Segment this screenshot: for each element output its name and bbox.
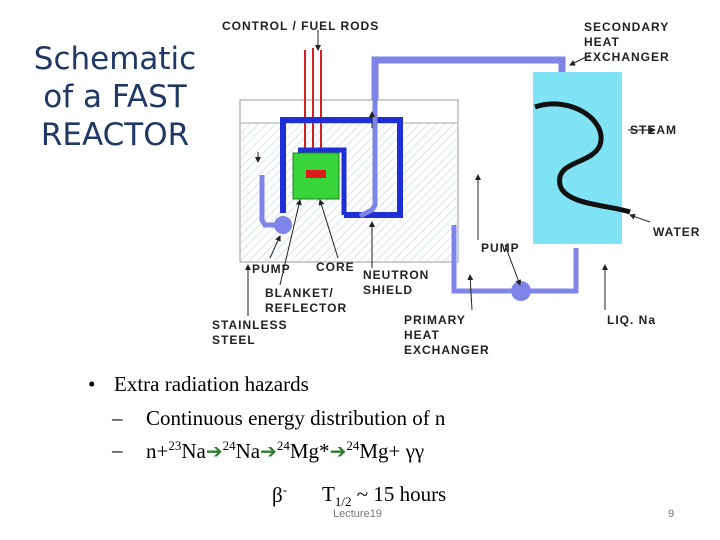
primary-loop-pipe bbox=[280, 117, 403, 218]
bullet-list: Extra radiation hazards –Continuous ener… bbox=[88, 372, 445, 470]
title-line-2: of a FAST bbox=[43, 79, 187, 115]
reactor-schematic: CONTROL / FUEL RODS SECONDARY HEAT EXCHA… bbox=[212, 19, 700, 357]
label-blanket: BLANKET/ bbox=[265, 286, 334, 300]
primary-loop-pipe bbox=[298, 147, 347, 215]
label-pump-left: PUMP bbox=[252, 262, 291, 276]
sub-bullet-text: Continuous energy distribution of n bbox=[146, 406, 446, 430]
dash-marker: – bbox=[112, 438, 123, 462]
arrow-icon: ➔ bbox=[329, 441, 347, 463]
half-life-symbol: T bbox=[322, 482, 335, 506]
leader-arrow bbox=[467, 274, 474, 311]
arrow-icon: ➔ bbox=[205, 441, 223, 463]
intermediate-loop-pipe bbox=[358, 100, 378, 219]
reactor-vessel bbox=[239, 99, 459, 263]
dash-marker: – bbox=[112, 406, 123, 430]
arrow-icon: ➔ bbox=[260, 441, 277, 463]
title-line-1: Schematic bbox=[33, 41, 197, 77]
page-number: 9 bbox=[668, 508, 675, 520]
mass-number: 24 bbox=[222, 438, 236, 453]
reaction-part: Mg* bbox=[289, 439, 330, 463]
reaction-part: Na bbox=[181, 439, 206, 463]
beta-symbol: β bbox=[272, 483, 283, 507]
label-secondary-exchanger: EXCHANGER bbox=[584, 50, 670, 64]
leader-arrow bbox=[318, 199, 339, 259]
bullet-text: Extra radiation hazards bbox=[114, 372, 309, 396]
slide-title: Schematic of a FAST REACTOR bbox=[20, 40, 210, 154]
bullet-item: Extra radiation hazards bbox=[88, 372, 445, 406]
leader-arrow bbox=[569, 54, 591, 66]
label-shield: SHIELD bbox=[363, 283, 413, 297]
leader-arrow bbox=[279, 199, 302, 286]
label-secondary: SECONDARY bbox=[584, 20, 669, 34]
label-water: WATER bbox=[653, 225, 700, 239]
label-secondary-heat: HEAT bbox=[584, 35, 620, 49]
reaction-part: Mg+ γγ bbox=[359, 439, 425, 463]
leader-arrow bbox=[629, 213, 651, 223]
mass-number: 23 bbox=[168, 438, 182, 453]
sub-bullet-item: –Continuous energy distribution of n bbox=[88, 406, 445, 438]
reaction-part: n+ bbox=[146, 439, 169, 463]
sub-bullet-item: –n+23Na➔24Na➔24Mg*➔24Mg+ γγ bbox=[88, 438, 445, 470]
footer-lecture: Lecture19 bbox=[333, 508, 382, 520]
label-primary-exchanger: EXCHANGER bbox=[404, 343, 490, 357]
secondary-pump bbox=[511, 281, 531, 301]
mass-number: 24 bbox=[276, 438, 290, 453]
sodium-pool bbox=[241, 123, 457, 261]
beta-decay: β- bbox=[272, 482, 287, 508]
title-line-3: REACTOR bbox=[40, 117, 190, 153]
secondary-heat-exchanger bbox=[533, 72, 622, 244]
label-steel: STEEL bbox=[212, 333, 256, 347]
label-pump-right: PUMP bbox=[481, 241, 520, 255]
label-steam: STEAM bbox=[630, 123, 677, 137]
label-reflector: REFLECTOR bbox=[265, 301, 347, 315]
label-primary: PRIMARY bbox=[404, 313, 466, 327]
half-life-subscript: 1/2 bbox=[334, 494, 352, 510]
leader-arrow bbox=[504, 244, 522, 286]
label-stainless: STAINLESS bbox=[212, 318, 287, 332]
half-life: T1/2 ~ 15 hours bbox=[322, 482, 446, 510]
reaction-part: Na bbox=[235, 439, 261, 463]
fuel-element bbox=[306, 170, 326, 178]
leader-arrow bbox=[269, 235, 281, 259]
half-life-value: ~ 15 hours bbox=[351, 482, 447, 506]
beta-charge: - bbox=[282, 482, 288, 497]
label-neutron: NEUTRON bbox=[363, 268, 429, 282]
label-primary-heat: HEAT bbox=[404, 328, 440, 342]
mass-number: 24 bbox=[346, 438, 360, 453]
label-liquid-sodium: LIQ. Na bbox=[607, 313, 656, 327]
steam-coil bbox=[534, 101, 631, 215]
label-core: CORE bbox=[316, 260, 355, 274]
label-control-rods: CONTROL / FUEL RODS bbox=[222, 19, 379, 33]
primary-pump bbox=[274, 216, 292, 234]
